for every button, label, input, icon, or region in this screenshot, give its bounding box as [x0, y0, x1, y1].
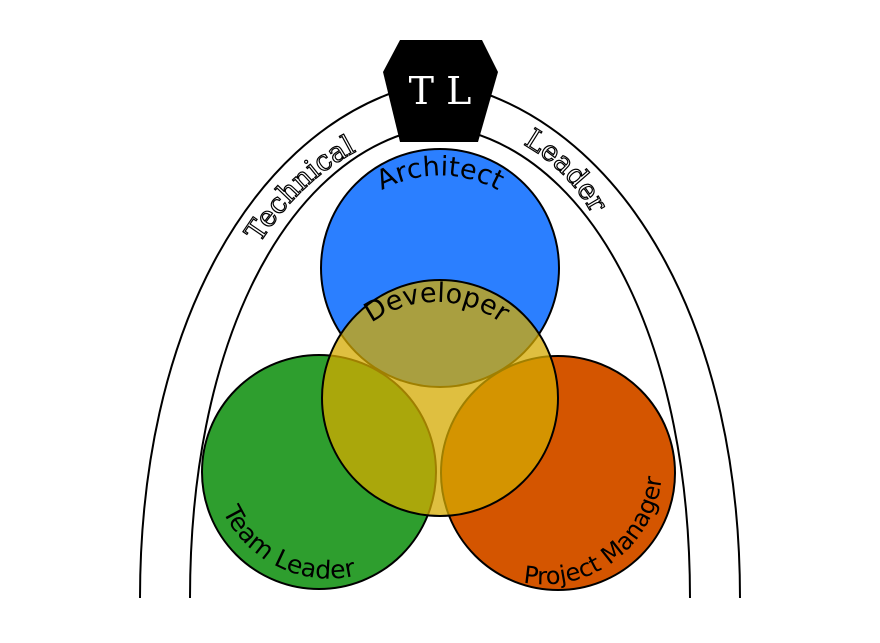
tl-badge-text: T L — [409, 69, 472, 113]
developer-circle — [321, 279, 559, 517]
tl-badge — [383, 40, 498, 142]
